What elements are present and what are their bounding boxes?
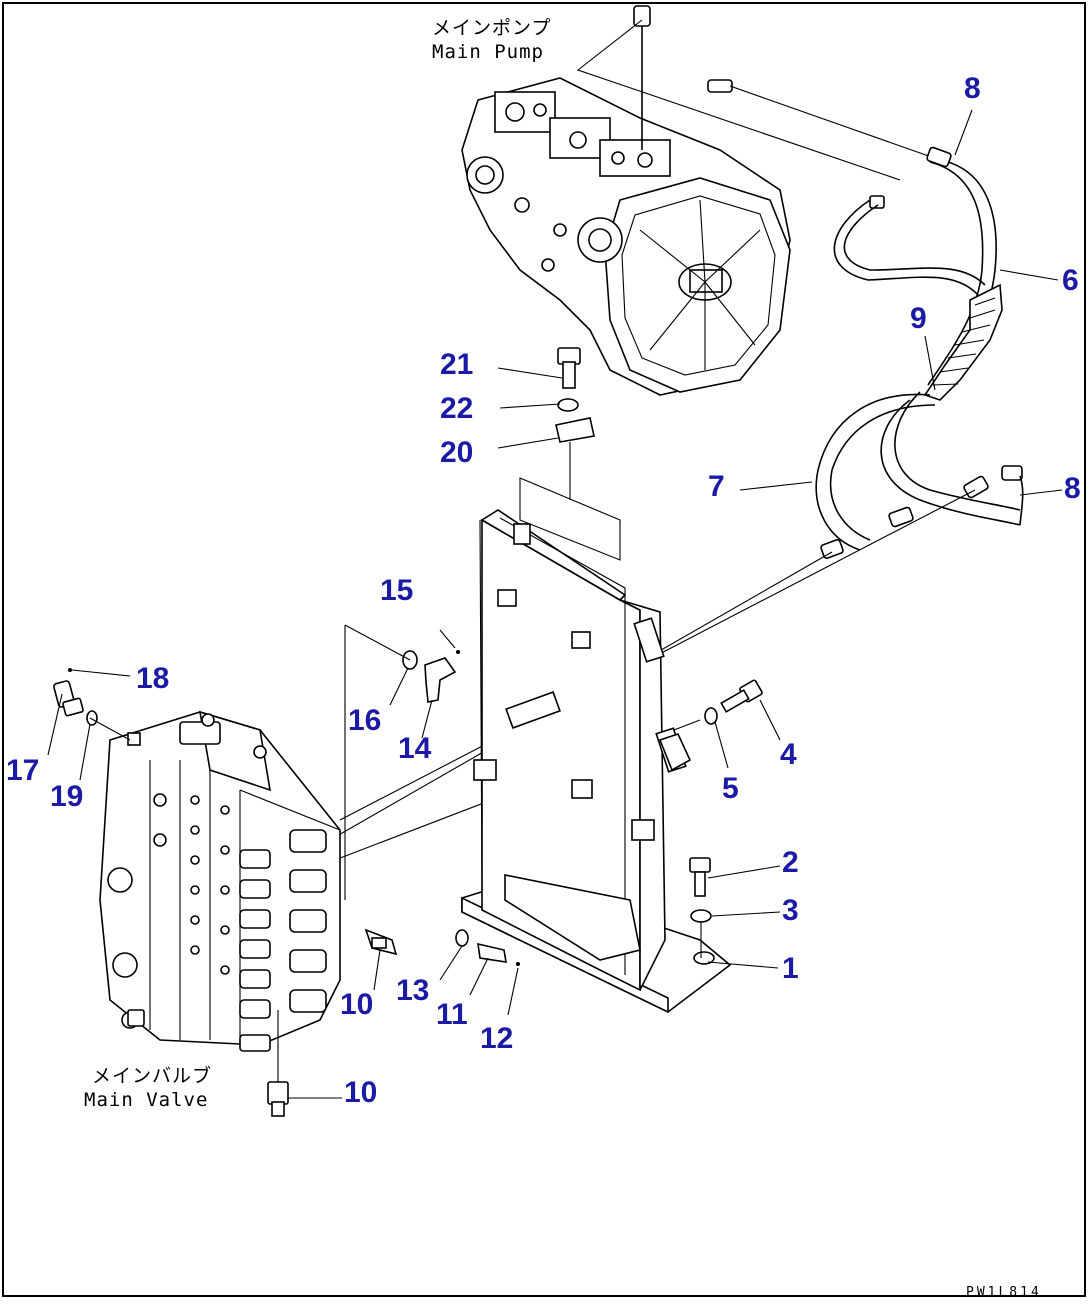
callout-16: 16: [348, 704, 381, 737]
main-valve-label-jp: メインバルブ: [92, 1064, 212, 1087]
main-pump-label-en: Main Pump: [432, 41, 544, 63]
callout-10-lower: 10: [344, 1076, 377, 1109]
fitting-17-18-19: [53, 668, 131, 741]
main-valve-label-en: Main Valve: [84, 1089, 208, 1111]
callout-8-top: 8: [964, 72, 981, 105]
sensors-10-11-13: [267, 928, 520, 1117]
callout-9: 9: [910, 302, 927, 335]
callout-2: 2: [782, 846, 799, 879]
callout-19: 19: [50, 780, 83, 813]
bolt-washer-2-3: [689, 857, 712, 958]
main-pump-label-jp: メインポンプ: [432, 17, 551, 39]
callout-15: 15: [380, 574, 413, 607]
leader-lines: [47, 109, 1063, 1099]
hose-assembly: [815, 146, 1024, 559]
callout-1: 1: [782, 952, 799, 985]
callout-7: 7: [708, 470, 725, 503]
callout-21: 21: [440, 348, 473, 381]
callout-12: 12: [480, 1022, 513, 1055]
elbow-14-16: [344, 624, 460, 900]
callout-10-upper: 10: [340, 988, 373, 1021]
callout-18: 18: [136, 662, 169, 695]
callout-3: 3: [782, 894, 799, 927]
bolt-washer-4-5: [658, 679, 763, 772]
callout-14: 14: [398, 732, 432, 765]
main-pump-drawing: [461, 5, 885, 396]
callout-8-bottom: 8: [1064, 472, 1081, 505]
callout-17: 17: [6, 754, 39, 787]
callout-20: 20: [440, 436, 473, 469]
callout-11: 11: [436, 998, 468, 1031]
clamp-assembly: [519, 347, 621, 561]
callout-13: 13: [396, 974, 429, 1007]
callout-22: 22: [440, 392, 473, 425]
callout-6: 6: [1062, 264, 1079, 297]
callout-5: 5: [722, 772, 739, 805]
callout-4: 4: [780, 738, 797, 771]
main-valve-drawing: [99, 710, 341, 1060]
